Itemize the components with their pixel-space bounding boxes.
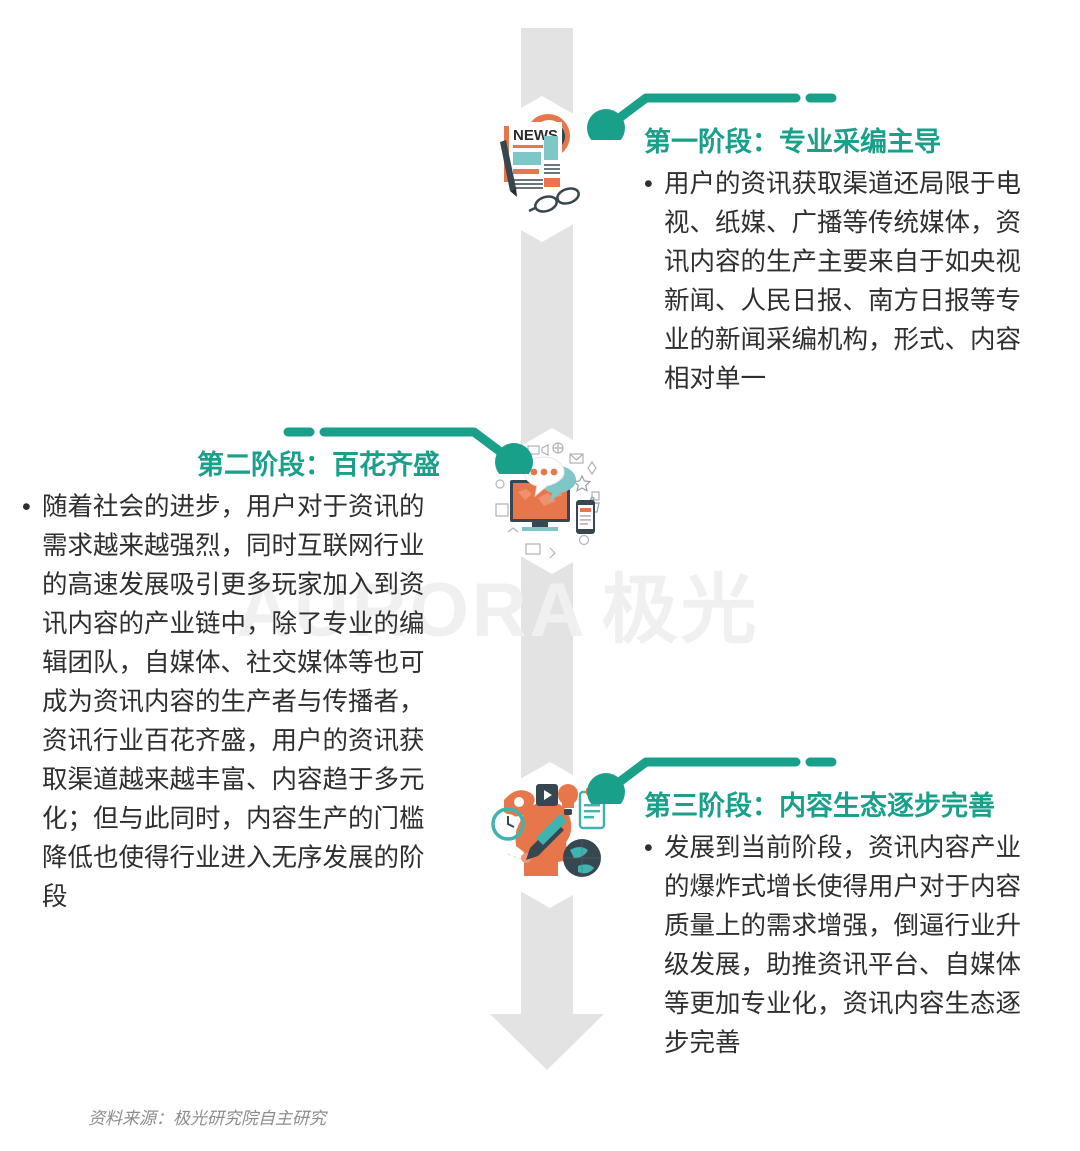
watermark-latin: AURORA (236, 568, 588, 653)
stage-body-2: • 随着社会的进步，用户对于资讯的需求越来越强烈，同时互联网行业的高速发展吸引更… (22, 488, 440, 917)
connector-dot (587, 773, 625, 804)
timeline-arrow-head (490, 1014, 604, 1070)
connector-line-stage-1 (587, 93, 837, 140)
newspaper-illustration: NEWS (500, 114, 580, 213)
connector-line-stage-3 (587, 757, 837, 804)
stage-text-3: 发展到当前阶段，资讯内容产业的爆炸式增长使得用户对于内容质量上的需求增强，倒逼行… (664, 834, 1022, 1057)
watermark-chinese: 极光 (601, 568, 760, 653)
head-knowledge-illustration (491, 784, 606, 877)
stage-title-2: 第二阶段：百花齐盛 (197, 450, 440, 480)
stage-block-3: 第三阶段：内容生态逐步完善 • 发展到当前阶段，资讯内容产业的爆炸式增长使得用户… (644, 789, 1050, 1063)
stage-text-1: 用户的资讯获取渠道还局限于电视、纸媒、广播等传统媒体，资讯内容的生产主要来自于如… (664, 170, 1022, 393)
stage-block-1: 第一阶段：专业采编主导 • 用户的资讯获取渠道还局限于电视、纸媒、广播等传统媒体… (644, 125, 1044, 399)
source-note: 资料来源：极光研究院自主研究 (88, 1109, 326, 1128)
bullet-marker: • (644, 834, 653, 862)
social-media-illustration (495, 442, 600, 559)
stage-body-3: • 发展到当前阶段，资讯内容产业的爆炸式增长使得用户对于内容质量上的需求增强，倒… (644, 829, 1044, 1063)
newspaper-news-icon: NEWS (478, 96, 606, 242)
stage-block-2: 第二阶段：百花齐盛 • 随着社会的进步，用户对于资讯的需求越来越强烈，同时互联网… (22, 448, 442, 917)
connector-dot (587, 109, 625, 140)
stage-title-1: 第一阶段：专业采编主导 (644, 127, 941, 157)
stage-title-3: 第三阶段：内容生态逐步完善 (644, 791, 995, 821)
stage-text-2: 随着社会的进步，用户对于资讯的需求越来越强烈，同时互联网行业的高速发展吸引更多玩… (42, 493, 425, 911)
bullet-marker: • (644, 170, 653, 198)
connector-line-stage-2 (283, 427, 533, 474)
bullet-marker: • (22, 493, 31, 521)
stage-body-1: • 用户的资讯获取渠道还局限于电视、纸媒、广播等传统媒体，资讯内容的生产主要来自… (644, 165, 1040, 399)
connector-dot (495, 443, 533, 474)
head-knowledge-icon (486, 762, 614, 908)
